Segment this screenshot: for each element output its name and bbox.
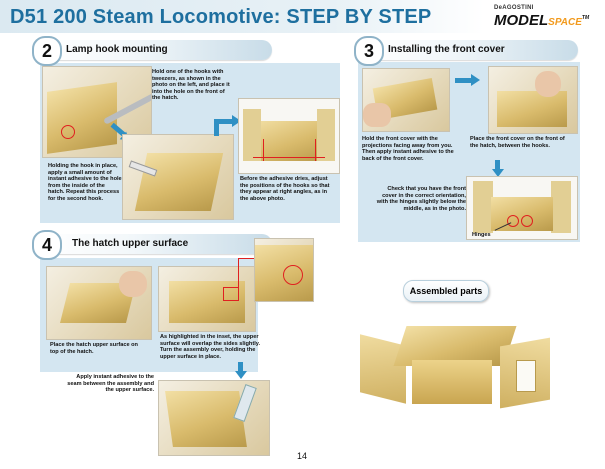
hinge-circle — [507, 215, 519, 227]
arrow-icon — [238, 362, 243, 372]
step2-title-bar — [40, 40, 272, 60]
left-wing — [243, 109, 261, 161]
assembled-parts-label: Assembled parts — [403, 280, 489, 302]
step4-photo-adhesive — [158, 380, 270, 456]
step3-caption-3: Check that you have the front cover in t… — [376, 186, 466, 212]
brand-space: SPACE — [548, 17, 582, 28]
right-wing — [551, 181, 571, 233]
left-wing — [360, 334, 406, 404]
brand-tm: TM — [581, 15, 590, 21]
hatch-part — [169, 281, 245, 323]
step3-photo-place-cover — [488, 66, 578, 134]
page-header — [0, 0, 605, 33]
window-opening — [516, 360, 536, 392]
red-guide-line — [315, 139, 316, 161]
hinge-circle — [521, 215, 533, 227]
step4-caption-3: Apply instant adhesive to the seam betwe… — [67, 374, 154, 394]
hand-icon — [535, 71, 561, 97]
brand-logo: DeAGOSTINI MODELSPACETM — [494, 5, 589, 30]
step2-caption-1: Hold one of the hooks with tweezers, as … — [152, 69, 230, 102]
hand-icon — [363, 103, 391, 127]
red-guide-line — [253, 157, 325, 158]
highlight-circle — [283, 265, 303, 285]
hatch-part — [165, 391, 247, 447]
step3-photo-hinges — [466, 176, 578, 240]
inset-highlight-box — [223, 287, 239, 301]
page-title: D51 200 Steam Locomotive: STEP BY STEP — [10, 6, 431, 29]
hatch-part — [134, 153, 224, 211]
arrow-icon — [495, 160, 500, 170]
page-number: 14 — [297, 451, 308, 461]
brand-wordmark: MODELSPACETM — [494, 11, 589, 30]
step3-number: 3 — [354, 36, 384, 66]
brand-publisher: DeAGOSTINI — [494, 5, 534, 11]
title-text: 200 Steam Locomotive: STEP BY STEP — [53, 6, 432, 28]
step2-photo-result — [238, 98, 340, 174]
brand-model: MODEL — [494, 12, 549, 29]
step2-number: 2 — [32, 36, 62, 66]
highlight-circle — [61, 125, 75, 139]
hatch-part — [497, 91, 567, 127]
step2-caption-3: Before the adhesive dries, adjust the po… — [240, 176, 330, 202]
step4-photo-overlap — [158, 266, 256, 332]
title-code: D51 — [10, 6, 48, 28]
step4-caption-2: As highlighted in the inset, the upper s… — [160, 334, 260, 360]
step4-caption-1: Place the hatch upper surface on top of … — [50, 342, 138, 355]
assembled-parts-image — [360, 312, 556, 416]
step4-number: 4 — [32, 230, 62, 260]
step2-photo-adhesive — [122, 134, 234, 220]
step4-title-bar — [40, 234, 272, 254]
arrow-head-icon — [492, 169, 504, 177]
arrow-icon — [214, 122, 219, 136]
callout-line — [238, 258, 239, 288]
right-wing — [317, 109, 335, 161]
hand-icon — [119, 271, 147, 297]
step3-caption-1: Hold the front cover with the projection… — [362, 136, 454, 162]
step3-title-bar — [360, 40, 578, 60]
callout-line — [238, 258, 254, 259]
arrow-icon — [214, 119, 234, 124]
arrow-icon — [455, 78, 473, 83]
hatch-part — [253, 121, 325, 161]
step3-caption-2: Place the front cover on the front of th… — [470, 136, 565, 149]
step4-inset-photo — [254, 238, 314, 302]
hinges-label: Hinges — [472, 232, 491, 238]
step4-photo-place-surface — [46, 266, 152, 340]
arrow-head-icon — [471, 74, 480, 86]
step2-title: Lamp hook mounting — [66, 44, 168, 55]
front-cover-part — [412, 360, 492, 404]
arrow-head-icon — [235, 371, 247, 379]
step3-photo-hold-cover — [362, 68, 450, 132]
step4-title: The hatch upper surface — [72, 238, 189, 249]
arrow-head-icon — [232, 115, 241, 127]
red-guide-line — [263, 139, 264, 161]
left-wing — [473, 181, 493, 233]
step2-caption-2: Holding the hook in place, apply a small… — [48, 163, 122, 202]
step3-title: Installing the front cover — [388, 44, 505, 55]
